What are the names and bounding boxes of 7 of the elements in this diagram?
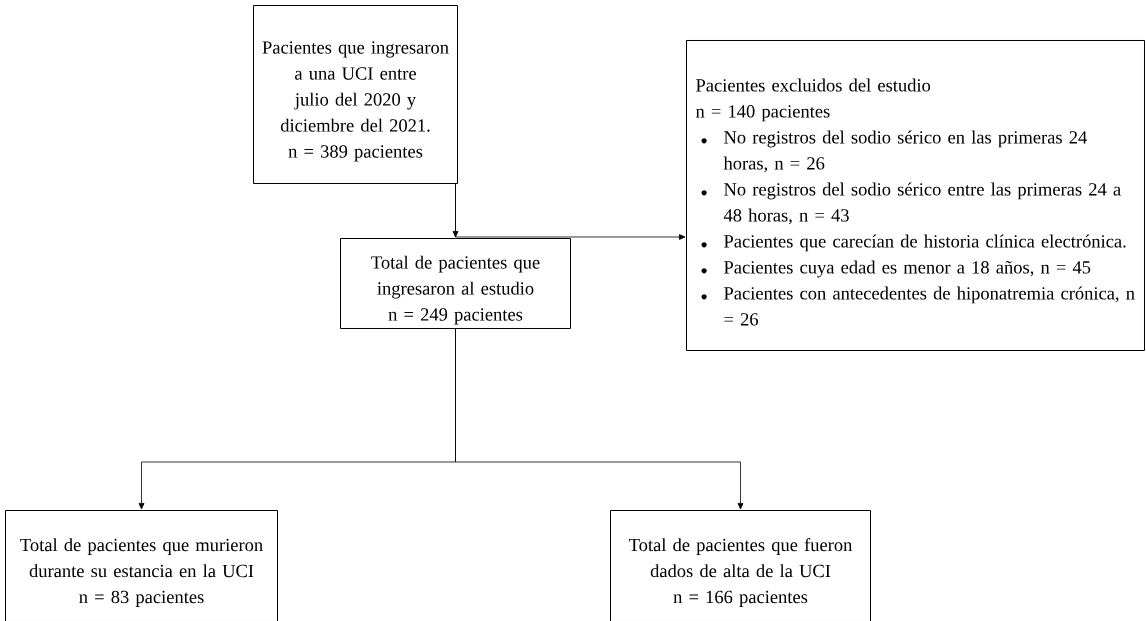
arrow: [455, 183, 686, 240]
process-box: Total de pacientes que fueron dados de alta de la UCI n = 166 pacientes: [610, 510, 871, 621]
process-box: Total de pacientes que murieron durante su estancia en la UCI n = 83 pacientes: [5, 510, 278, 621]
arrow: [455, 328, 744, 510]
process-box: Pacientes excluidos del estudio n = 140 pacientes No registros del sodio sérico en las primeras 24 horas, n = 26 No registros del sodio sérico entre las primeras 24 a 48 horas, n = 43 Pacientes que carecían de historia clínica electrónica. Pacientes cuya edad es menor a 18 años, n = 45 Pacientes con antecedentes de hiponatremia crónica, n = 26: [686, 40, 1145, 351]
process-box: Pacientes que ingresaron a una UCI entre julio del 2020 y diciembre del 2021. n = 389 pacientes: [253, 5, 458, 184]
process-box: Total de pacientes que ingresaron al estudio n = 249 pacientes: [340, 238, 571, 329]
